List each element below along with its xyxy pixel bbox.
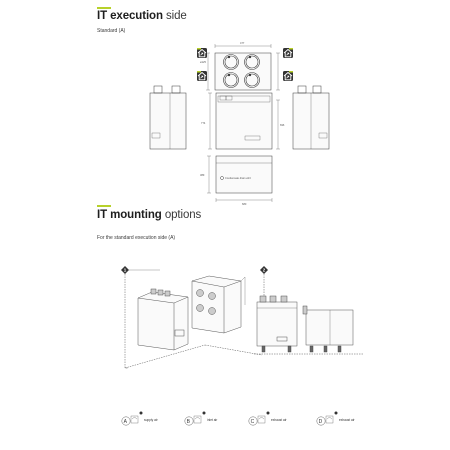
legend-item-a: A supply air [121,411,159,426]
svg-text:inlet air: inlet air [207,418,218,422]
svg-text:supply air: supply air [144,418,159,422]
duct-port-d [244,54,260,70]
top-view-drawing [206,44,280,91]
duct-port-b [223,72,239,88]
bottom-view-dimension-labels: 680 389 [200,173,247,206]
svg-text:774: 774 [201,121,206,125]
section2-title-light: options [164,209,202,221]
svg-text:1: 1 [124,268,127,273]
svg-text:D: D [319,419,323,425]
section2-subtitle: For the standard execution side (A) [97,235,176,241]
svg-text:680: 680 [242,202,247,206]
mounting-option-2-scene [254,274,364,355]
air-icon-bottom-left [197,71,207,81]
air-icon-bottom-right [283,71,293,81]
legend-item-d: D exhaust air [316,411,356,426]
section1-title-light: side [166,10,187,22]
front-view-dimension-labels: 774 696 [201,121,285,127]
svg-text:477: 477 [240,41,245,45]
condensate-drain-label: Condensate drain ø13 [225,176,251,180]
section2-title: IT mounting options [97,209,201,222]
mounting-badge-1: 1 [121,266,129,274]
svg-text:696: 696 [280,123,285,127]
svg-text:ø125: ø125 [200,60,206,64]
svg-text:C: C [251,419,255,425]
bottom-view-drawing [207,155,273,202]
svg-text:B: B [187,419,191,425]
section2-accent-bar [97,205,111,207]
front-view-drawing [208,92,280,150]
svg-text:exhaust air: exhaust air [271,418,288,422]
duct-port-a [223,54,239,70]
section1-title-bold: IT execution [97,10,163,22]
right-side-view-drawing [292,85,330,150]
legend-item-c: C exhaust air [248,411,288,426]
section2-title-bold: IT mounting [97,209,162,221]
duct-port-c [244,72,260,88]
section1-accent-bar [97,7,111,9]
section1-title: IT execution side [97,10,187,23]
mounting-option-1-scene [124,269,263,369]
left-side-view-drawing [149,85,187,150]
mounting-badge-2: 2 [260,266,268,274]
legend-item-b: B inlet air [184,411,218,426]
svg-text:2: 2 [263,268,266,273]
air-icon-top-left [197,48,207,58]
air-icon-top-right [283,48,293,58]
svg-text:389: 389 [200,173,205,177]
svg-text:A: A [124,419,128,425]
svg-text:exhaust air: exhaust air [339,418,356,422]
section1-subtitle: Standard (A) [97,28,126,34]
